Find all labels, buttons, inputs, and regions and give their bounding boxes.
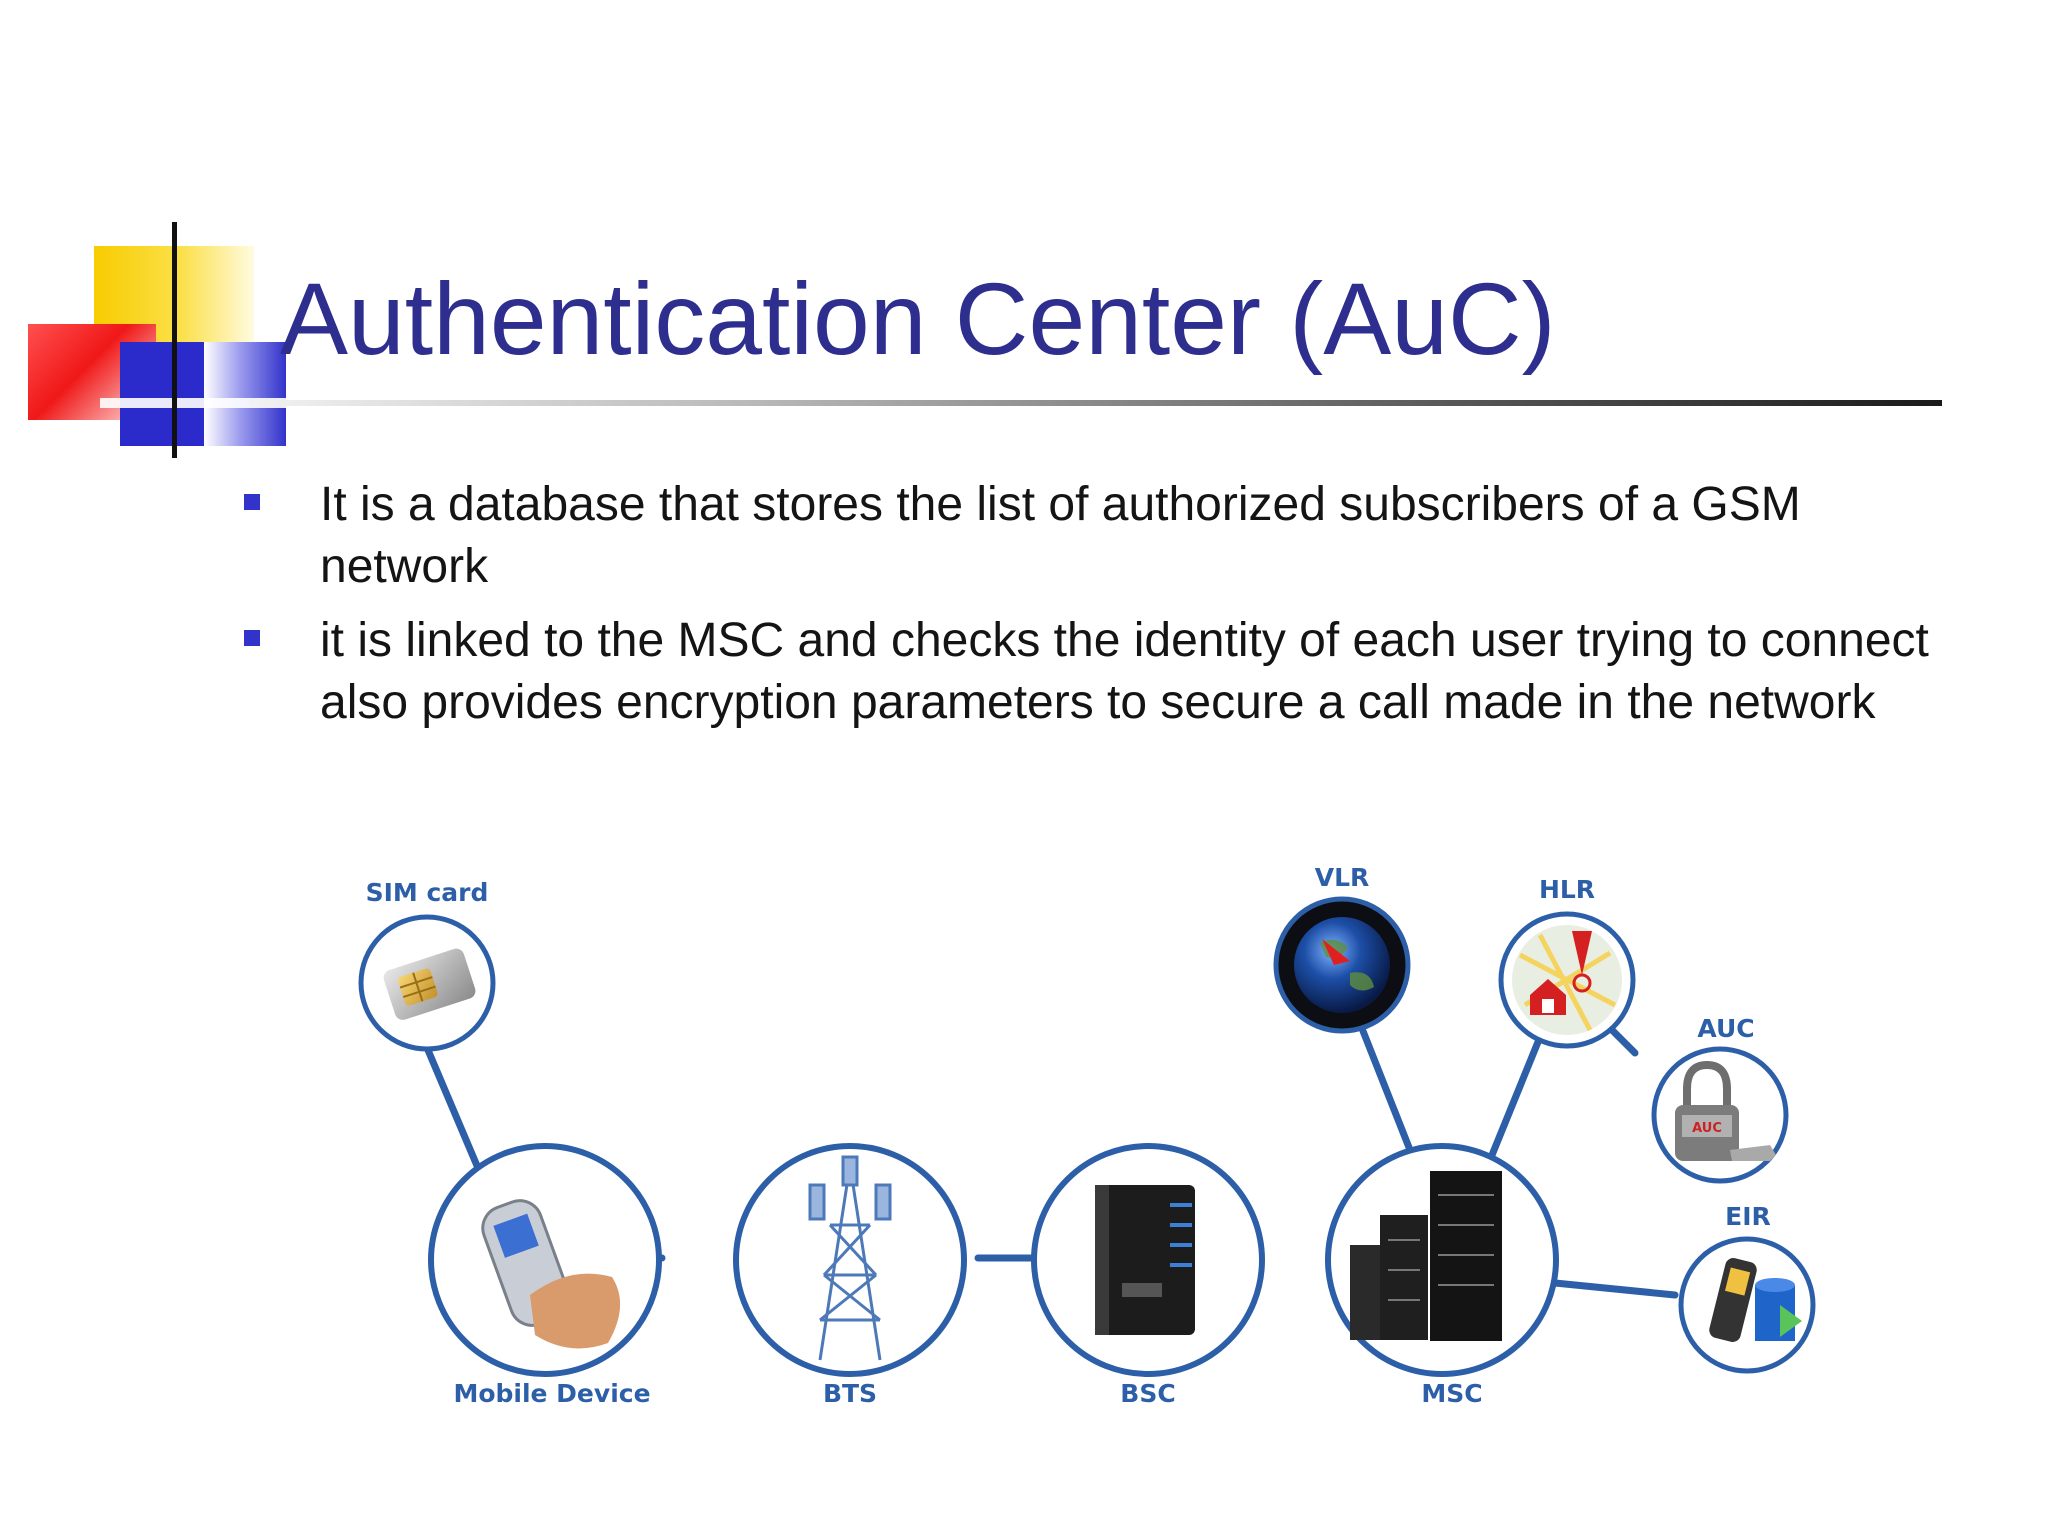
node-bsc: BSC bbox=[1031, 1143, 1265, 1408]
bullet-square-icon bbox=[244, 630, 260, 646]
link-msc-eir bbox=[1551, 1279, 1679, 1299]
svg-text:AUC: AUC bbox=[1692, 1121, 1722, 1136]
hlr-label: HLR bbox=[1539, 875, 1595, 904]
globe-icon bbox=[1294, 917, 1390, 1013]
phone-in-hand-icon bbox=[481, 1199, 621, 1349]
node-mobile-device: Mobile Device bbox=[428, 1143, 662, 1408]
node-bts: BTS bbox=[733, 1143, 967, 1408]
node-vlr: VLR bbox=[1273, 865, 1411, 1034]
gsm-network-diagram: SIM card Mobile Device BTS bbox=[358, 865, 1816, 1408]
decor-blue-gradient-square bbox=[204, 342, 286, 446]
phone-database-icon bbox=[1709, 1258, 1802, 1342]
bullet-list: It is a database that stores the list of… bbox=[244, 474, 1964, 746]
decor-vertical-line bbox=[172, 222, 177, 458]
cell-tower-icon bbox=[808, 1155, 892, 1361]
bullet-square-icon bbox=[244, 494, 260, 510]
server-icon bbox=[1095, 1185, 1195, 1335]
msc-label: MSC bbox=[1421, 1379, 1482, 1408]
eir-label: EIR bbox=[1725, 1202, 1771, 1231]
node-auc: AUC AUC bbox=[1651, 1014, 1789, 1184]
vlr-label: VLR bbox=[1315, 865, 1370, 892]
node-eir: EIR bbox=[1678, 1202, 1816, 1374]
node-msc: MSC bbox=[1325, 1143, 1559, 1408]
mobile-device-label: Mobile Device bbox=[453, 1379, 650, 1408]
bullet-item: It is a database that stores the list of… bbox=[244, 474, 1964, 598]
auc-label: AUC bbox=[1697, 1014, 1754, 1043]
bullet-item: it is linked to the MSC and checks the i… bbox=[244, 610, 1964, 734]
title-rule bbox=[250, 400, 1942, 406]
bsc-label: BSC bbox=[1120, 1379, 1175, 1408]
padlock-icon: AUC bbox=[1675, 1060, 1776, 1161]
bullet-text: it is linked to the MSC and checks the i… bbox=[320, 614, 1929, 729]
server-rack-icon bbox=[1350, 1171, 1502, 1341]
decor-white-bar bbox=[100, 398, 286, 408]
bullet-text: It is a database that stores the list of… bbox=[320, 478, 1801, 593]
map-pin-icon bbox=[1512, 925, 1622, 1035]
node-hlr: HLR bbox=[1498, 875, 1636, 1049]
link-msc-vlr bbox=[1359, 1027, 1414, 1154]
decor-blue-square bbox=[120, 342, 204, 446]
sim-card-icon bbox=[383, 948, 476, 1020]
slide-title: Authentication Center (AuC) bbox=[280, 262, 1556, 376]
sim-card-label: SIM card bbox=[366, 878, 489, 907]
node-sim-card: SIM card bbox=[358, 878, 496, 1052]
link-msc-hlr bbox=[1486, 1033, 1544, 1164]
bts-label: BTS bbox=[823, 1379, 877, 1408]
